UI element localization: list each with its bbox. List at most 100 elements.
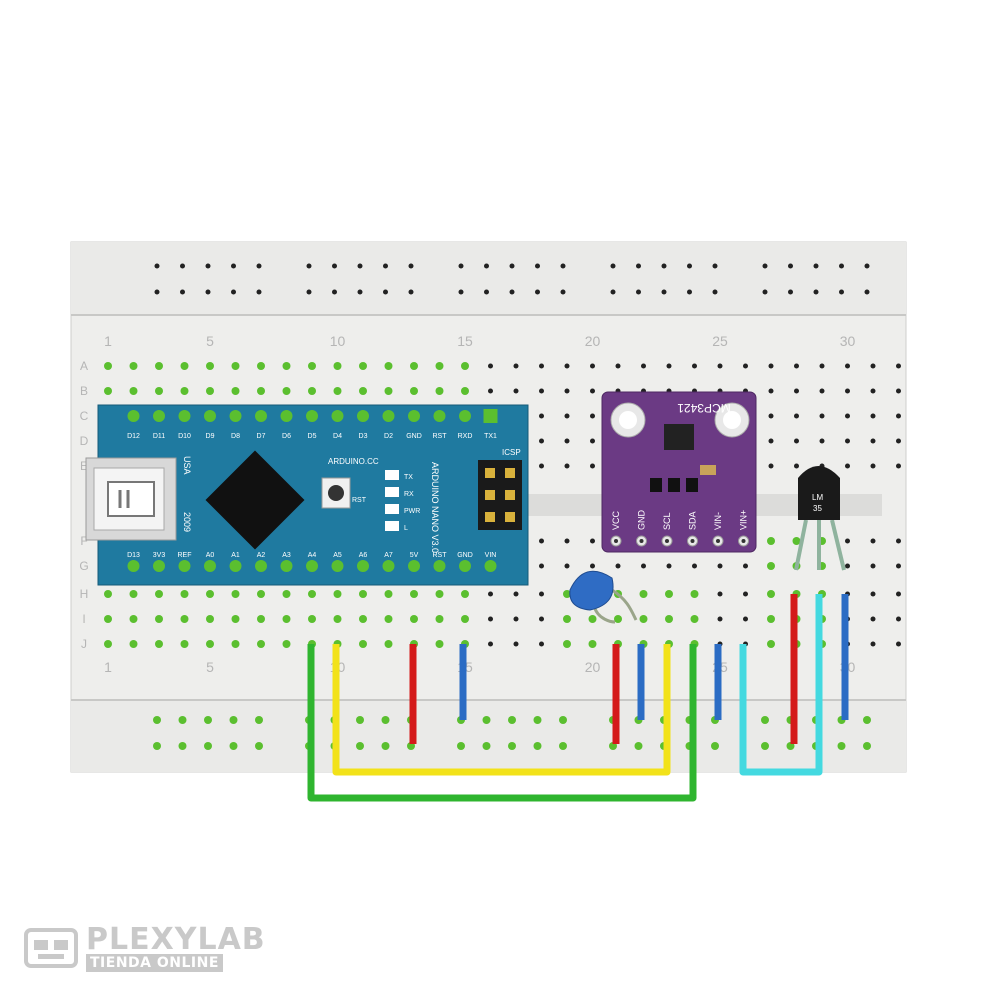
nano-pin [382,410,395,422]
nano-bottom-pin-label: 5V [410,552,419,559]
breadboard-hole [155,387,163,395]
breadboard-hole [513,641,519,647]
breadboard-hole [743,363,748,369]
breadboard-hole [896,463,901,469]
nano-pin [153,560,165,572]
module-pin-label: GND [637,510,647,531]
breadboard-hole [180,615,189,623]
column-number: 5 [206,659,214,675]
breadboard-hole [206,362,214,370]
breadboard-hole [896,413,901,419]
rail-hole [204,742,212,750]
rail-hole [383,263,388,269]
breadboard-hole [845,388,850,394]
breadboard-hole [896,616,901,622]
breadboard-hole [539,363,544,369]
rail-hole [205,263,211,269]
led-label-tx: TX [404,474,413,481]
row-letter: E [80,459,88,473]
breadboard-hole [870,641,876,647]
nano-pin [484,560,497,572]
nano-top-pin-label: RST [433,433,448,440]
module-pin-label: SDA [688,511,698,530]
nano-pin [433,560,446,572]
rail-hole [256,289,262,295]
breadboard-hole [384,640,393,648]
breadboard-hole [539,563,544,569]
rail-hole [153,716,161,724]
breadboard-hole [819,438,825,444]
breadboard-hole [308,590,316,598]
breadboard-hole [692,563,697,569]
nano-top-pin-label: D12 [127,433,140,440]
nano-top-pin-label: D8 [231,433,240,440]
rail-hole [205,289,211,295]
breadboard-hole [435,615,444,623]
rail-hole [863,716,871,724]
breadboard-hole [359,387,367,395]
breadboard-hole [155,640,163,648]
column-number: 10 [330,333,346,349]
nano-pin [306,410,318,422]
breadboard-hole [665,590,673,598]
breadboard-hole [590,563,595,569]
adc-chip [664,424,694,450]
rail-hole [661,289,667,295]
breadboard-hole [588,640,597,648]
breadboard-hole [257,615,265,623]
nano-bottom-pin-label: A2 [257,552,266,559]
rail-hole [154,263,160,269]
nano-pin [408,410,420,422]
breadboard-hole [257,362,265,370]
wire-yellow-scl [332,644,671,776]
breadboard-hole [896,641,901,647]
breadboard-hole [564,363,570,369]
column-number: 25 [712,333,728,349]
nano-pin [459,560,471,572]
rail-hole [533,716,542,724]
breadboard-hole [896,363,901,369]
led-label-l: L [404,525,408,532]
nano-pin [178,560,191,572]
nano-top-pin-label: D2 [384,433,393,440]
arduino-year: 2009 [182,512,192,532]
module-pin-label: VIN- [713,512,723,530]
breadboard-hole [564,413,570,419]
nano-pin [153,410,165,422]
rail-hole [306,263,312,269]
row-letter: F [80,534,87,548]
reset-button [321,477,351,509]
breadboard-hole [539,463,544,469]
breadboard-hole [155,362,163,370]
breadboard-hole [767,615,775,623]
rail-hole [356,716,364,724]
nano-bottom-pin-label: RST [433,552,448,559]
wire-cyan-signal [739,594,823,776]
nano-pin [229,560,242,572]
nano-bottom-pin-label: A7 [384,552,393,559]
led-label-rx: RX [404,491,414,498]
breadboard-hole [690,590,699,598]
breadboard-hole [896,591,901,597]
rail-hole [863,742,871,750]
breadboard-hole [206,590,214,598]
breadboard-hole [282,387,291,395]
breadboard-hole [257,387,265,395]
nano-top-pin-label: D10 [178,433,191,440]
rail-hole [484,263,489,269]
nano-bottom-pin-label: REF [178,552,192,559]
rail-hole [560,263,566,269]
rail-hole [229,742,238,750]
breadboard-hole [896,563,901,569]
nano-pin [408,560,420,572]
rail-hole [357,263,363,269]
rail-hole [509,289,515,295]
breadboard-hole [359,590,367,598]
breadboard-hole [615,363,621,369]
breadboard-hole [845,363,850,369]
breadboard-hole [563,640,571,648]
breadboard-hole [845,463,850,469]
breadboard-hole [410,615,418,623]
